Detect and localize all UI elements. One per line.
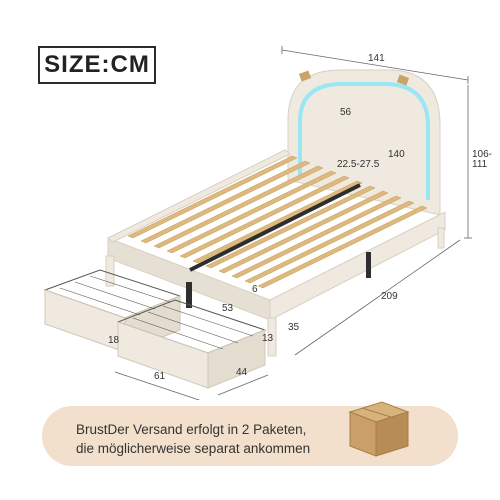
bed-frame xyxy=(105,149,446,357)
shipping-notice-line-1: BrustDer Versand erfolgt in 2 Paketen, xyxy=(76,422,307,437)
dimension-drawer-length: 61 xyxy=(154,371,166,382)
dimension-drawer-height-left: 18 xyxy=(108,335,120,346)
dimension-total-width: 141 xyxy=(368,53,385,64)
size-unit-badge: SIZE:CM xyxy=(38,46,156,84)
dimension-drawer-depth: 53 xyxy=(222,303,234,314)
drawer-right xyxy=(114,299,269,400)
dimension-total-height: 106-111 xyxy=(472,149,493,170)
bed-illustration xyxy=(43,46,472,400)
dimension-leg-height: 35 xyxy=(288,322,300,333)
dimension-total-length: 209 xyxy=(381,291,398,302)
dimension-drawer-width: 44 xyxy=(236,367,248,378)
dimension-leg-offset: 6 xyxy=(252,284,258,295)
dimension-headboard-height: 56 xyxy=(340,107,352,118)
headboard xyxy=(287,69,441,216)
dimension-drawer-height-right: 13 xyxy=(262,333,274,344)
shipping-notice-line-2: die möglicherweise separat ankommen xyxy=(76,441,311,456)
center-support-beam xyxy=(189,183,361,272)
shipping-notice-banner: BrustDer Versand erfolgt in 2 Paketen, d… xyxy=(42,401,458,466)
dimension-headboard-width: 140 xyxy=(388,149,405,160)
dimension-mattress-depth-range: 22.5-27.5 xyxy=(337,159,380,170)
bed-slats xyxy=(127,155,428,289)
package-box-icon xyxy=(348,401,410,457)
shipping-notice-text: BrustDer Versand erfolgt in 2 Paketen, d… xyxy=(76,420,356,458)
